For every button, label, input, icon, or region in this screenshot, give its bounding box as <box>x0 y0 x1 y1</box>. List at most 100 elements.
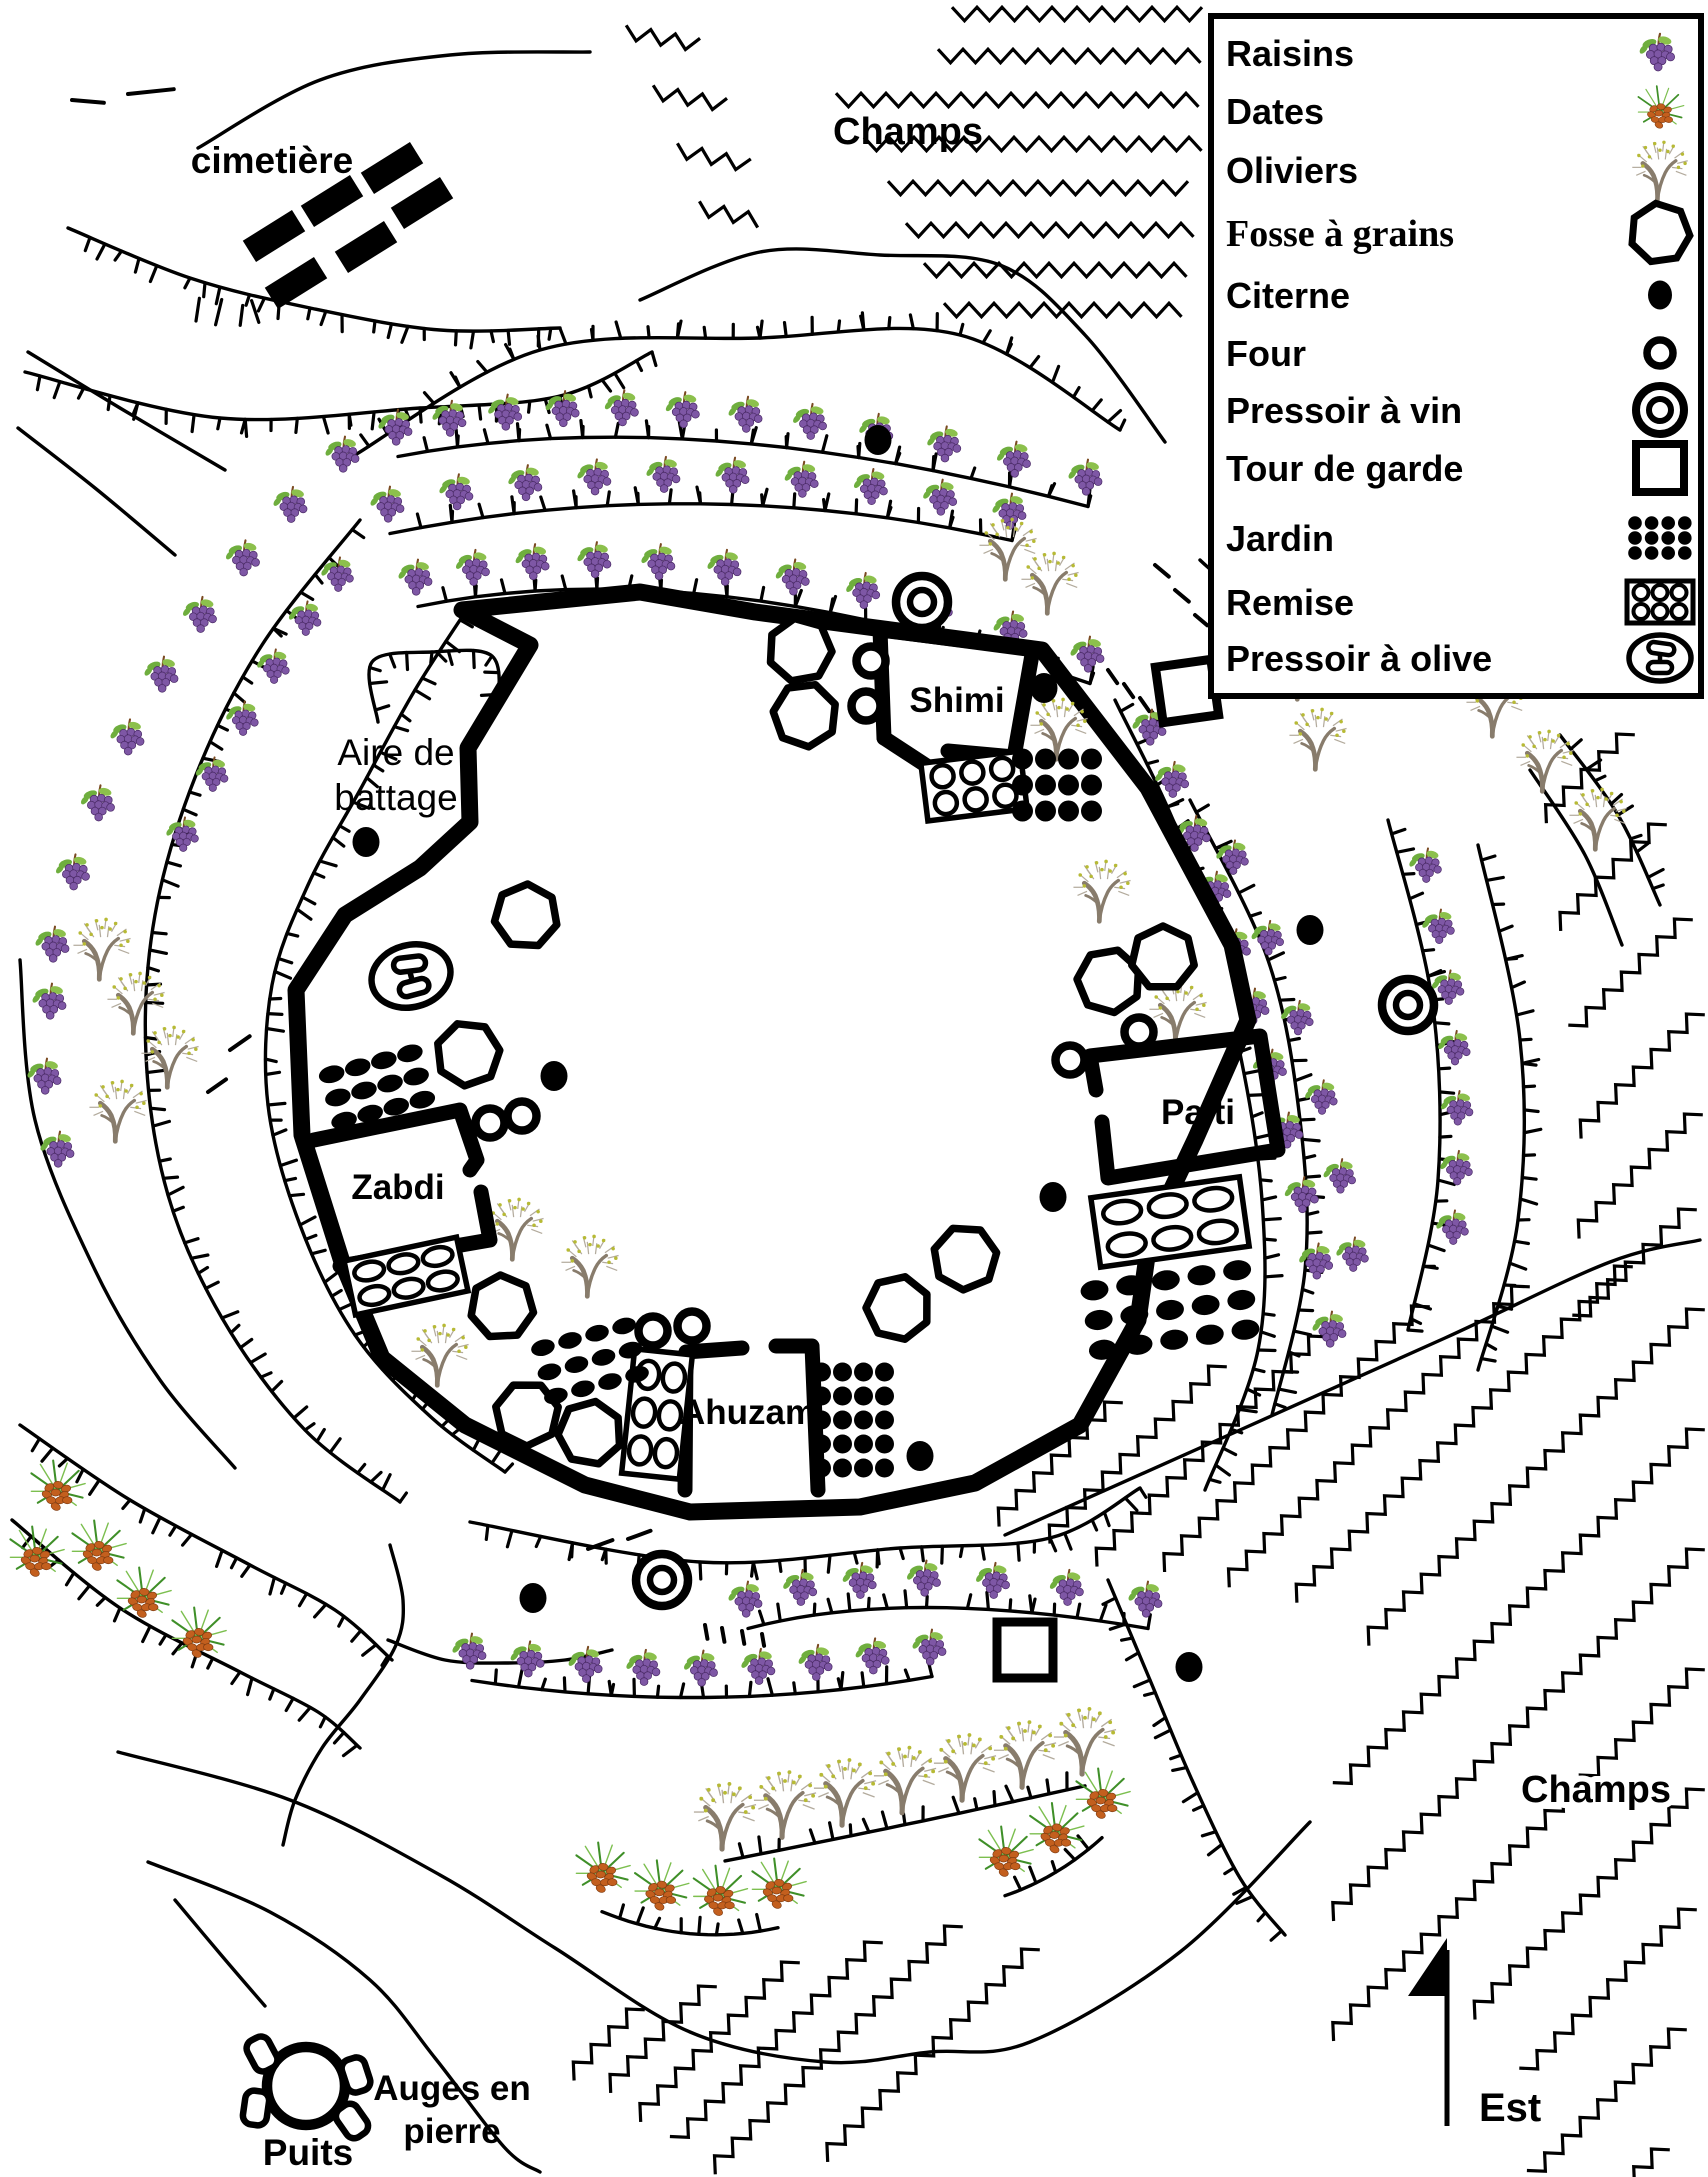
terrace-tick <box>980 1543 986 1561</box>
oven-icon <box>1120 1013 1158 1051</box>
cemetery-plot <box>390 177 454 229</box>
terrace-tick <box>760 493 765 508</box>
terrace-tick <box>508 347 516 361</box>
terrace-tick <box>1646 867 1665 880</box>
terrace-tick <box>183 1237 200 1245</box>
terrace-tick <box>1221 1446 1238 1457</box>
map-labels: cimetière Champs Aire de battage Shimi P… <box>191 111 1677 2173</box>
terrace-tick <box>908 313 915 331</box>
grain-pit-icon <box>862 1273 931 1343</box>
terrace-tick <box>634 359 644 373</box>
terrace-tick <box>241 675 254 685</box>
terrace-line <box>600 1910 780 1937</box>
terrace-tick <box>1433 1021 1451 1026</box>
terrace-tick <box>341 1743 359 1758</box>
terrace-tick <box>271 626 288 636</box>
terrace-tick <box>121 1498 132 1511</box>
terrace-tick <box>1286 1036 1302 1043</box>
terrace-tick <box>1090 398 1103 413</box>
terrace-tick <box>469 329 476 350</box>
wine-press-icon <box>1632 382 1688 438</box>
terrace-tick <box>1213 843 1228 850</box>
terrace-tick <box>1138 1486 1148 1499</box>
legend-label-remise: Remise <box>1226 582 1354 623</box>
terrace-tick <box>613 371 626 390</box>
east-label: Est <box>1479 2086 1541 2130</box>
terrace-tick <box>1235 1894 1255 1905</box>
field-zigzag <box>936 46 1202 66</box>
terrace-tick <box>1004 1784 1015 1804</box>
terrace-tick <box>653 1916 662 1930</box>
terrace-tick <box>420 676 437 686</box>
terrace-line <box>18 958 237 1470</box>
terrace-line <box>10 1518 362 1750</box>
grain-pit-icon <box>1128 922 1198 991</box>
terrace-tick <box>300 895 317 906</box>
terrace-tick <box>148 264 159 284</box>
terrace-tick <box>545 423 553 441</box>
terrace-tick <box>370 410 376 431</box>
terrace-line <box>146 1860 542 2174</box>
fields-southeast-label: Champs <box>1521 1769 1671 1811</box>
terrace-tick <box>1508 1261 1528 1271</box>
grain-pit-icon <box>467 1271 538 1341</box>
terrace-line <box>26 350 227 472</box>
terrace-line <box>116 1750 1312 2065</box>
terrace-tick <box>1118 702 1135 714</box>
terrace-tick <box>875 1548 880 1569</box>
terrace-tick <box>595 576 600 591</box>
grain-pit-icon <box>434 1020 504 1090</box>
grain-pit-icon <box>766 614 836 685</box>
terrace-tick <box>1232 1885 1248 1896</box>
terrace-tick <box>1521 1153 1537 1158</box>
terrace-tick <box>826 1553 832 1574</box>
terrace-tick <box>313 572 324 585</box>
terrace-tick <box>1569 738 1583 751</box>
cemetery-plot <box>264 257 328 309</box>
terrace-tick <box>381 1473 392 1492</box>
terrace-tick <box>202 281 207 299</box>
field-zigzag <box>1294 1264 1633 1603</box>
terrace-tick <box>931 452 938 473</box>
terrace-tick <box>361 1643 378 1657</box>
terrace-tick <box>1028 1594 1034 1615</box>
terrace-tick <box>828 594 838 615</box>
terrace-tick <box>678 1682 686 1700</box>
terrace-tick <box>650 350 658 368</box>
terrace-tick <box>1152 1715 1168 1728</box>
terrace-tick <box>698 1560 703 1581</box>
terrace-tick <box>533 578 538 593</box>
terrace-tick <box>187 790 202 797</box>
terrace-tick <box>667 488 673 506</box>
terrace-tick <box>246 1676 254 1697</box>
terrace-tick <box>287 1192 306 1198</box>
terrace-tick <box>181 1532 194 1547</box>
field-zigzag <box>608 1984 717 2093</box>
terrace-tick <box>279 1581 288 1595</box>
field-zigzag <box>1366 1307 1705 1646</box>
terrace-tick <box>812 1602 817 1617</box>
wine-press-icon <box>891 571 953 633</box>
cistern-icon <box>352 827 380 857</box>
terrace-tick <box>1237 1407 1258 1414</box>
dash-mark <box>1173 588 1191 604</box>
garden-icon <box>1628 516 1692 560</box>
field-zigzag <box>676 142 752 172</box>
terrace-tick <box>1437 1090 1456 1095</box>
field-zigzag <box>996 1400 1123 1527</box>
oven-icon <box>673 1307 711 1345</box>
terrace-tick <box>133 256 141 274</box>
terrace-tick <box>558 326 568 346</box>
field-zigzag <box>651 84 728 112</box>
terrace-tick <box>1262 1237 1277 1242</box>
terrace-tick <box>1426 969 1447 978</box>
terrace-tick <box>1004 342 1013 356</box>
terrace-tick <box>230 1670 242 1686</box>
olive-press-icon <box>368 941 454 1011</box>
terrace-tick <box>1261 1216 1282 1222</box>
terrace-tick <box>698 491 703 506</box>
oven-icon <box>1051 1041 1089 1079</box>
legend-label-raisins: Raisins <box>1226 33 1354 74</box>
terrace-tick <box>206 1656 215 1670</box>
